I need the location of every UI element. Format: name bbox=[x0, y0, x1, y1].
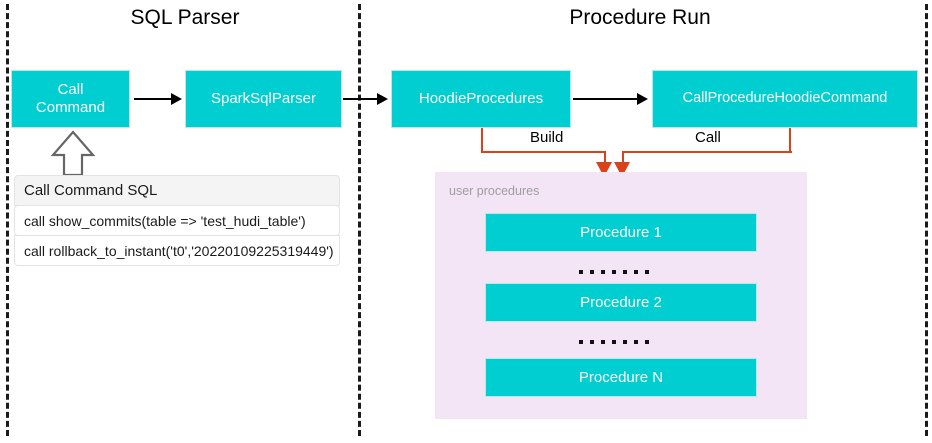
node-call-command-line2: Command bbox=[35, 99, 106, 116]
procedure-box-2[interactable]: Procedure 2 bbox=[485, 283, 757, 322]
sql-table-row-2[interactable]: call rollback_to_instant('t0','202201092… bbox=[14, 235, 340, 266]
build-connector-vertical-left bbox=[481, 128, 483, 152]
edge-label-build: Build bbox=[525, 129, 569, 146]
call-connector-vertical-right bbox=[789, 128, 791, 152]
node-spark-sql-parser[interactable]: SparkSqlParser bbox=[185, 70, 342, 128]
divider-left bbox=[6, 4, 9, 436]
call-connector-horizontal bbox=[622, 151, 792, 153]
arrow-call-command-to-parser-line bbox=[134, 98, 172, 100]
divider-right bbox=[925, 4, 928, 436]
node-call-command-line1: Call bbox=[57, 81, 84, 99]
edge-label-call: Call bbox=[690, 129, 726, 146]
node-call-procedure-hoodie-command[interactable]: CallProcedureHoodieCommand bbox=[652, 70, 918, 128]
node-call-command[interactable]: Call Command bbox=[11, 70, 130, 128]
arrow-hoodie-to-callprocedure-head bbox=[637, 93, 648, 105]
arrow-call-command-to-parser-head bbox=[171, 93, 182, 105]
sql-table-header: Call Command SQL bbox=[14, 175, 340, 206]
section-title-procedure-run: Procedure Run bbox=[569, 6, 711, 29]
hollow-up-arrow-icon bbox=[50, 130, 96, 177]
divider-middle bbox=[358, 4, 361, 436]
build-connector-horizontal bbox=[481, 151, 605, 153]
procedure-box-n[interactable]: Procedure N bbox=[485, 358, 757, 397]
sql-table-row-1[interactable]: call show_commits(table => 'test_hudi_ta… bbox=[14, 205, 340, 236]
build-connector-vertical-down bbox=[604, 151, 606, 164]
section-title-sql-parser: SQL Parser bbox=[130, 6, 240, 29]
ellipsis-dots-1 bbox=[579, 270, 649, 274]
procedure-box-1[interactable]: Procedure 1 bbox=[485, 213, 757, 252]
call-connector-vertical-down bbox=[622, 151, 624, 164]
user-procedures-label: user procedures bbox=[449, 184, 540, 198]
arrow-parser-to-hoodie-line bbox=[343, 98, 378, 100]
arrow-parser-to-hoodie-head bbox=[377, 93, 388, 105]
ellipsis-dots-2 bbox=[579, 340, 649, 344]
call-command-sql-table: Call Command SQL call show_commits(table… bbox=[14, 175, 340, 268]
node-hoodie-procedures[interactable]: HoodieProcedures bbox=[391, 70, 571, 128]
arrow-hoodie-to-callprocedure-line bbox=[573, 98, 638, 100]
